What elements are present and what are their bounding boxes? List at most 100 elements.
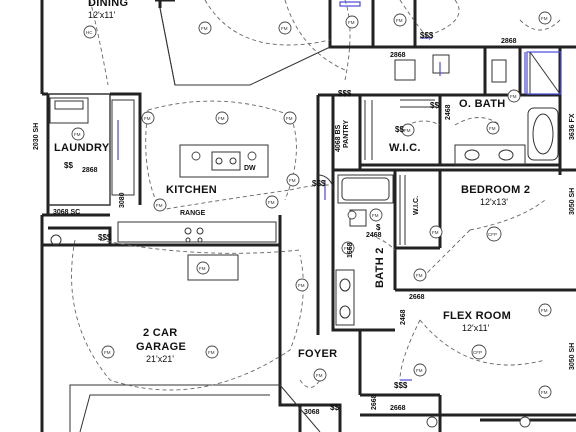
- window-code: 3050 SH: [569, 343, 576, 370]
- dishwasher-label: DW: [244, 165, 256, 172]
- vent-symbol: [247, 151, 257, 161]
- room-dining-name: DINING: [88, 0, 128, 9]
- fm-symbol: [538, 303, 552, 317]
- ceiling-fan-symbol: [486, 226, 502, 242]
- switch-triple: $$$: [338, 89, 352, 98]
- room-flex-name: FLEX ROOM: [443, 310, 511, 322]
- fm-symbol: [278, 21, 292, 35]
- fm-label: FM: [281, 26, 288, 31]
- switch-triple: $$$: [312, 179, 326, 188]
- window-code: 2030 SH: [33, 123, 40, 150]
- door-code: 2668: [409, 294, 425, 301]
- window-code: 3050 SH: [569, 188, 576, 215]
- room-o-bath: O. BATH: [459, 98, 506, 110]
- fm-label: FM: [199, 266, 206, 271]
- fm-symbol: [538, 11, 552, 25]
- room-bath2: BATH 2: [374, 247, 386, 288]
- fm-label: FM: [104, 350, 111, 355]
- fm-label: FM: [372, 213, 379, 218]
- fm-label: FM: [268, 200, 275, 205]
- fm-symbol: [413, 363, 427, 377]
- fm-symbol: [538, 385, 552, 399]
- fm-symbol: [313, 368, 327, 382]
- fm-symbol: [141, 111, 155, 125]
- fm-symbol: [198, 21, 212, 35]
- hc-symbol: [83, 25, 97, 39]
- fm-symbol: [519, 416, 531, 428]
- fm-symbol: [401, 123, 415, 137]
- fm-label: FM: [432, 230, 439, 235]
- fm-symbol: [153, 198, 167, 212]
- room-wic-master: W.I.C.: [389, 142, 421, 154]
- fm-label: FM: [541, 308, 548, 313]
- fm-symbol: [393, 13, 407, 27]
- door-code: 2668: [390, 405, 406, 412]
- ceiling-fan-symbol: [471, 344, 487, 360]
- switch-triple: $$$: [98, 233, 112, 242]
- fm-label: FM: [510, 94, 517, 99]
- door-code: 2868: [501, 38, 517, 45]
- door-code: 3068 SC: [53, 209, 80, 216]
- fm-label: FM: [348, 20, 355, 25]
- walls: [40, 0, 576, 432]
- fm-label: FM: [208, 350, 215, 355]
- fm-symbol: [265, 195, 279, 209]
- fm-label: FM: [541, 16, 548, 21]
- room-foyer: FOYER: [298, 348, 337, 360]
- fm-label: FM: [416, 273, 423, 278]
- pantry-name: PANTRY: [343, 120, 350, 148]
- fm-symbol: [426, 416, 438, 428]
- pantry-door-code: 4068 BS: [335, 124, 342, 152]
- room-flex-size: 12'x11': [462, 323, 490, 333]
- room-dining-size: 12'x11': [88, 10, 116, 20]
- range-label: RANGE: [180, 210, 206, 217]
- door-code: 2468: [445, 104, 452, 120]
- door-code: 2468: [400, 309, 407, 325]
- door-codes: 2868 2868 2868 3068 SC 2668 2668 2468 30…: [33, 38, 576, 416]
- door-code: 3068: [304, 409, 320, 416]
- room-garage-size: 21'x21': [146, 354, 174, 364]
- fixture-mount-symbols: FM HC FM FM FM FM FM FM FM FM FM FM FM F…: [71, 11, 552, 428]
- fm-symbol: [101, 345, 115, 359]
- switch-single: $: [376, 223, 381, 232]
- switch-triple: $$$: [420, 31, 434, 40]
- fm-symbol: [71, 127, 85, 141]
- door-code: 2468: [366, 232, 382, 239]
- fm-label: FM: [489, 126, 496, 131]
- fm-symbol: [295, 278, 309, 292]
- fm-symbol: [345, 15, 359, 29]
- fm-label: FM: [541, 390, 548, 395]
- fm-label: FM: [344, 246, 351, 251]
- door-code: 2868: [390, 52, 406, 59]
- door-code: 2668: [371, 394, 378, 410]
- room-garage-line2: GARAGE: [136, 341, 186, 353]
- switch-double: $$: [330, 403, 339, 412]
- room-bedroom2-size: 12'x13': [480, 197, 508, 207]
- fixtures: [49, 7, 561, 432]
- room-bedroom2-name: BEDROOM 2: [461, 184, 530, 196]
- vent-symbol: [191, 151, 201, 161]
- room-garage-line1: 2 CAR: [143, 327, 178, 339]
- fm-label: FM: [218, 116, 225, 121]
- fm-label: FM: [316, 373, 323, 378]
- switch-double: $$: [64, 161, 73, 170]
- door-code: 3080: [119, 192, 126, 208]
- fm-label: FM: [289, 178, 296, 183]
- fm-label: FM: [144, 116, 151, 121]
- room-wic-bed2: W.I.C.: [413, 196, 420, 215]
- fm-label: FM: [416, 368, 423, 373]
- fm-symbol: [205, 345, 219, 359]
- hc-label: HC: [86, 30, 93, 35]
- switch-double: $$: [395, 125, 404, 134]
- door-code: 1668: [347, 242, 354, 258]
- switch-triple: $$$: [394, 381, 408, 390]
- fm-symbol: [429, 225, 443, 239]
- fm-label: FM: [404, 128, 411, 133]
- fm-label: FM: [201, 26, 208, 31]
- window-code: 3636 FX: [569, 113, 576, 140]
- fm-symbol: [283, 111, 297, 125]
- fm-label: FM: [396, 18, 403, 23]
- fm-symbol: [215, 111, 229, 125]
- fm-label: FM: [286, 116, 293, 121]
